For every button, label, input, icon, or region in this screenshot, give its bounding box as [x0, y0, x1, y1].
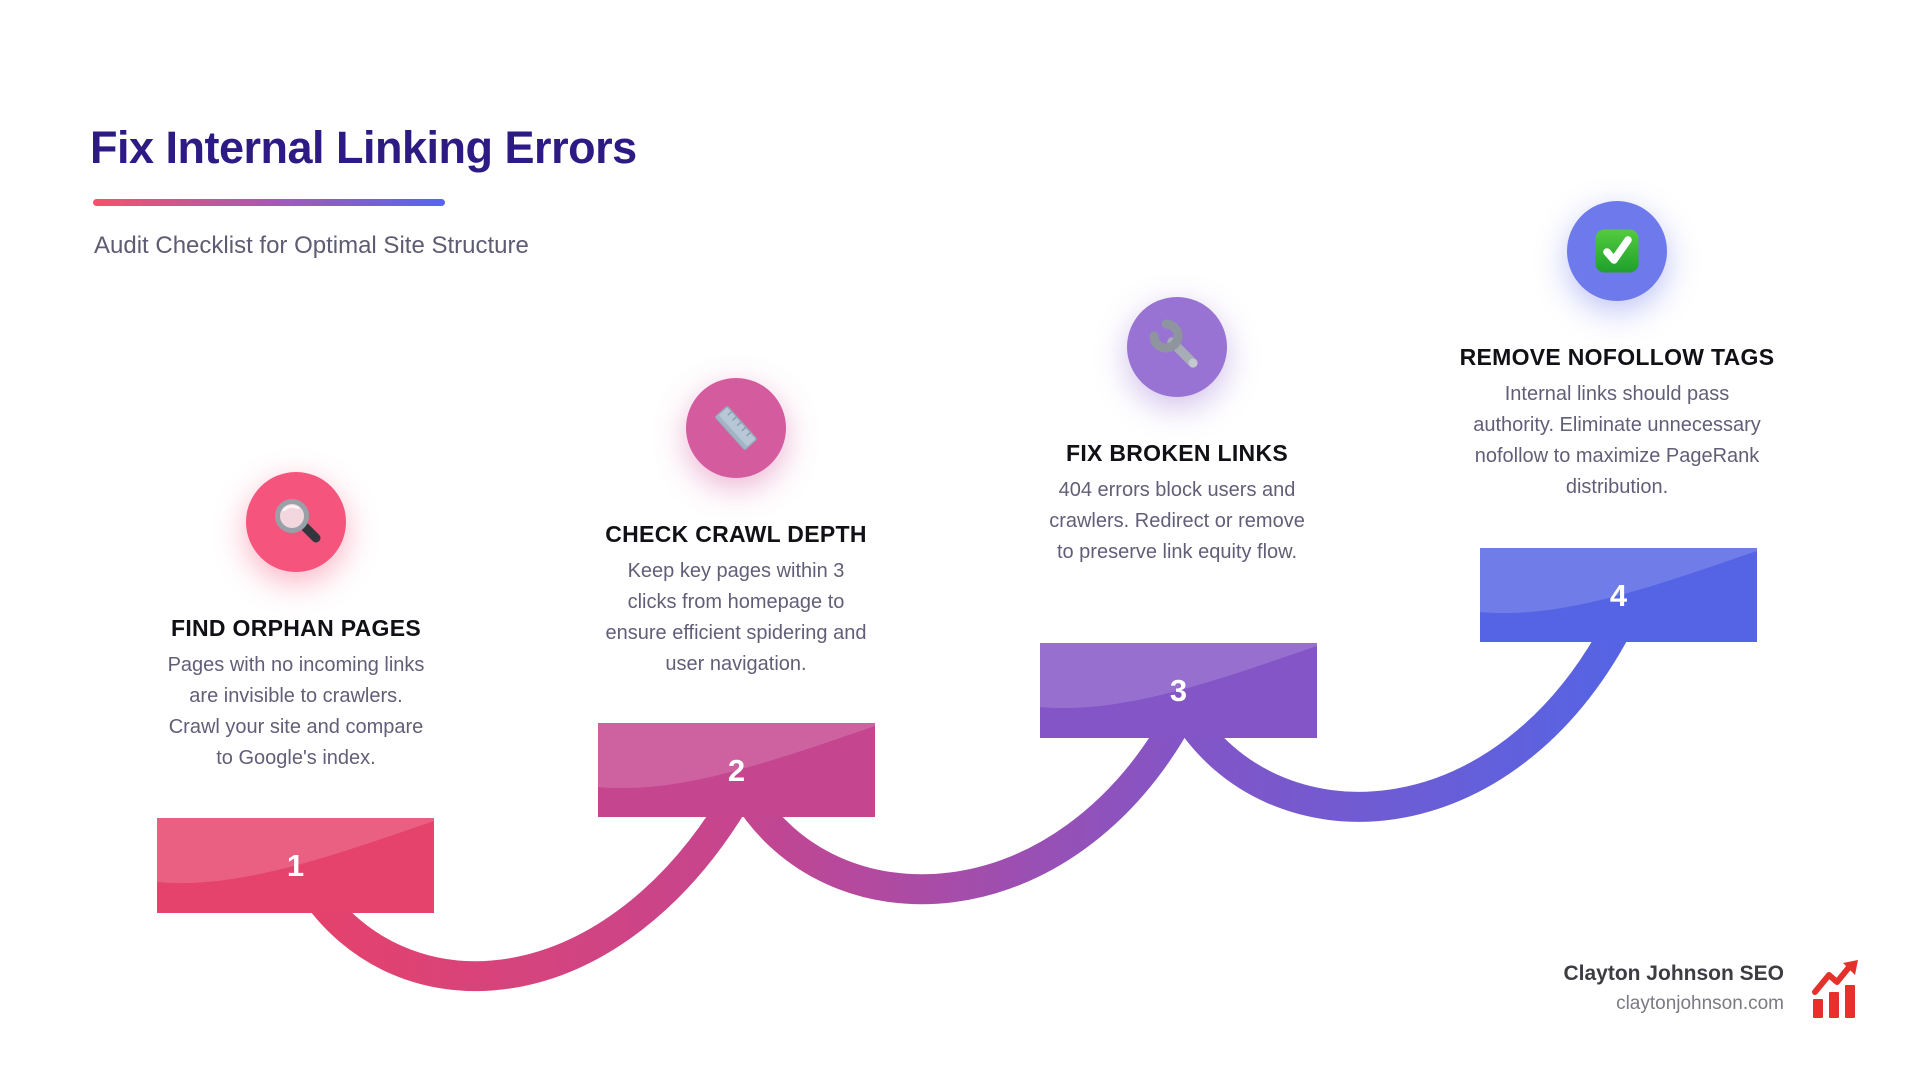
step-description: Keep key pages within 3 clicks from home… — [605, 560, 867, 675]
step-card-1: FIND ORPHAN PAGES Pages with no incoming… — [126, 472, 466, 774]
step-card-3: FIX BROKEN LINKS 404 errors block users … — [1007, 297, 1347, 568]
page-subtitle: Audit Checklist for Optimal Site Structu… — [94, 232, 529, 259]
ruler-icon — [715, 406, 757, 450]
connector-curve-1-2 — [297, 780, 756, 992]
connector-curve-3-4 — [1172, 611, 1636, 822]
step-icon-circle — [1127, 297, 1227, 397]
step-description: Pages with no incoming links are invisib… — [167, 654, 425, 769]
connector-curve-2-3 — [732, 704, 1196, 905]
step-bar-rect — [598, 723, 875, 817]
step-number: 1 — [287, 848, 304, 883]
step-bar-1: 1 — [157, 818, 434, 913]
bar-wave-highlight — [157, 818, 434, 884]
step-icon-circle — [246, 472, 346, 572]
step-card-2: CHECK CRAWL DEPTH Keep key pages within … — [566, 378, 906, 680]
step-card-4: REMOVE NOFOLLOW TAGS Internal links shou… — [1447, 201, 1787, 503]
step-bar-3: 3 — [1040, 643, 1317, 738]
step-title: FIND ORPHAN PAGES — [170, 615, 422, 641]
step-title: CHECK CRAWL DEPTH — [605, 521, 867, 547]
step-bar-2: 2 — [598, 723, 875, 817]
step-number: 3 — [1170, 673, 1187, 708]
title-underline — [93, 199, 445, 206]
growth-chart-icon — [1812, 960, 1858, 1018]
step-bar-4: 4 — [1480, 548, 1757, 642]
magnifying-glass-icon — [275, 499, 321, 543]
step-bar-rect — [1040, 643, 1317, 738]
page-title: Fix Internal Linking Errors — [90, 122, 637, 173]
step-icon-circle — [1567, 201, 1667, 301]
check-mark-icon — [1595, 229, 1639, 273]
step-description: Internal links should pass authority. El… — [1473, 383, 1761, 498]
step-icon-circle — [686, 378, 786, 478]
step-number: 4 — [1610, 578, 1628, 613]
step-bar-rect — [157, 818, 434, 913]
bar-wave-highlight — [1480, 548, 1757, 614]
step-number: 2 — [728, 753, 745, 788]
step-bar-rect — [1480, 548, 1757, 642]
step-description: 404 errors block users and crawlers. Red… — [1049, 479, 1305, 563]
brand-website: claytonjohnson.com — [1616, 993, 1784, 1014]
wrench-icon — [1149, 319, 1198, 368]
bar-wave-highlight — [1040, 643, 1317, 709]
step-title: REMOVE NOFOLLOW TAGS — [1459, 344, 1775, 370]
bar-wave-highlight — [598, 723, 875, 789]
step-title: FIX BROKEN LINKS — [1065, 440, 1289, 466]
brand-name: Clayton Johnson SEO — [1563, 962, 1784, 985]
brand-block: Clayton Johnson SEO claytonjohnson.com — [1563, 962, 1784, 1015]
